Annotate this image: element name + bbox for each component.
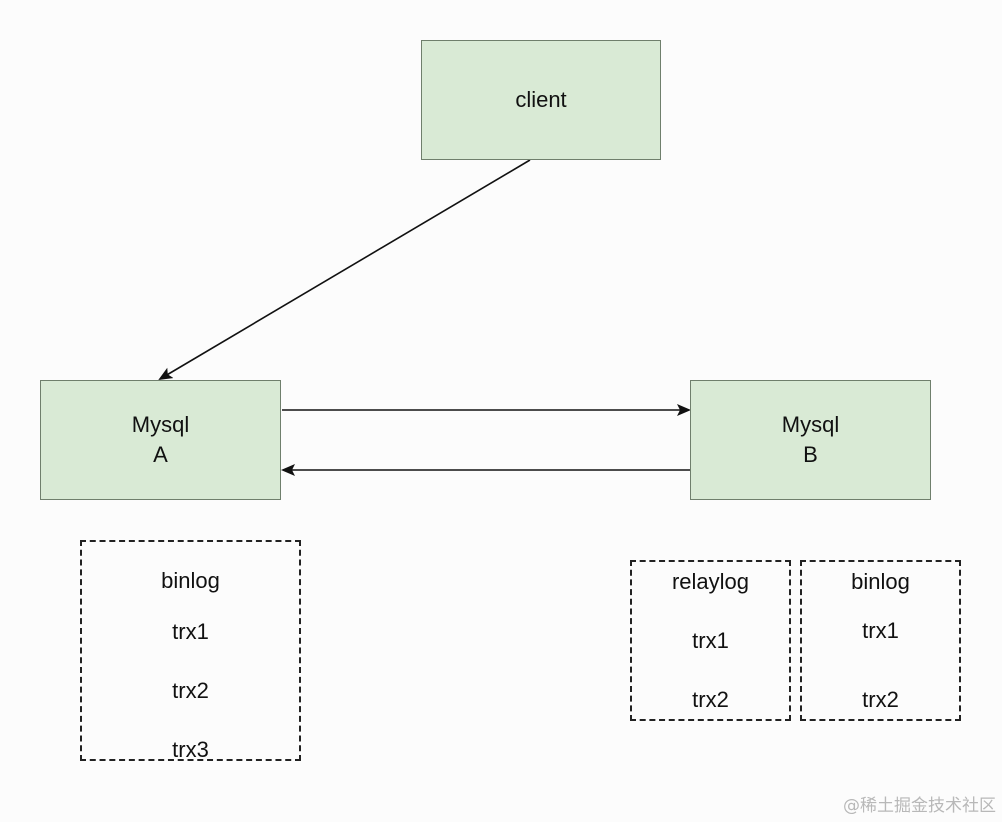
log-entry: trx1 [692, 628, 729, 653]
log-entry: trx2 [172, 678, 209, 703]
log-entry: trx2 [862, 687, 899, 712]
log-entry: trx1 [862, 618, 899, 643]
mysql-b-node: Mysql B [690, 380, 931, 500]
log-entry: trx3 [172, 737, 209, 762]
mysql-a-label-line1: Mysql [131, 412, 190, 437]
client-label: client [515, 87, 567, 112]
log-entry: trx1 [172, 619, 209, 644]
mysql-a-label-line2: A [153, 442, 168, 467]
mysql-b-label-line2: B [803, 442, 818, 467]
log-title: relaylog [671, 569, 750, 594]
log-title: binlog [161, 568, 220, 593]
log-title: binlog [851, 569, 910, 594]
mysql-b-binlog-box: binlog trx1 trx2 [800, 560, 961, 721]
mysql-b-relaylog-box: relaylog trx1 trx2 [630, 560, 791, 721]
log-entry: trx2 [692, 687, 729, 712]
watermark: @稀土掘金技术社区 [843, 796, 996, 816]
mysql-a-binlog-box: binlog trx1 trx2 trx3 [80, 540, 301, 762]
edge-client-to-mysql-a [158, 159, 531, 381]
mysql-b-label-line1: Mysql [781, 412, 840, 437]
mysql-a-node: Mysql A [40, 380, 281, 500]
client-node: client [421, 40, 661, 160]
